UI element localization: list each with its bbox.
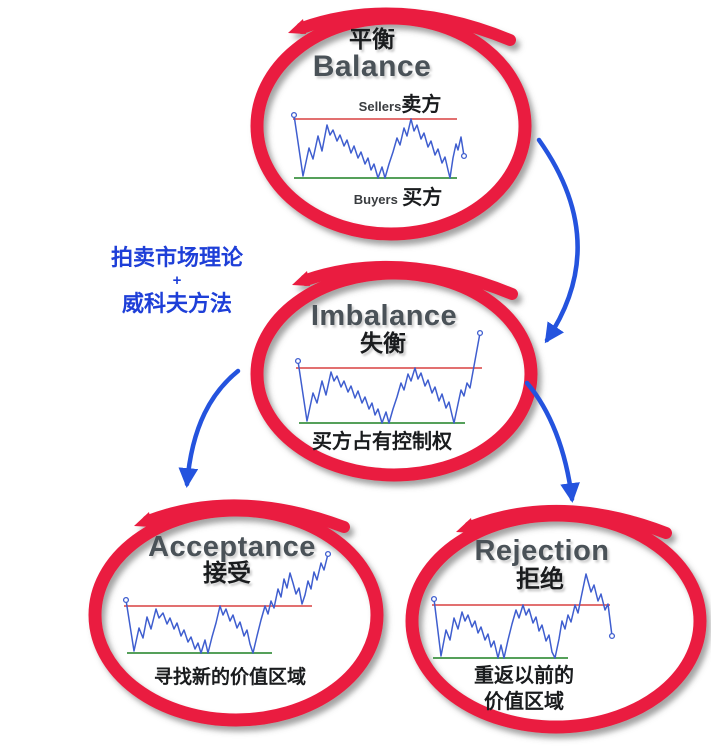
balance-circle [250, 7, 532, 241]
imbalance-title-zh: 失衡 [360, 330, 406, 356]
side-note-plus: + [172, 272, 182, 289]
imbalance-caption: 买方占有控制权 [312, 431, 452, 453]
imbalance-circle-pen-tip [292, 271, 310, 286]
imbalance-price-line [297, 332, 481, 424]
arrow-imbalance-to-acceptance [178, 368, 241, 488]
acceptance-circle-pen-tip [134, 512, 152, 527]
rejection-chart [430, 573, 616, 659]
rejection-caption-line2: 价值区域 [484, 691, 564, 713]
side-note-line1: 拍卖市场理论 [110, 245, 243, 270]
acceptance-caption: 寻找新的价值区域 [153, 667, 306, 688]
buyers-label: Buyers 买方 [298, 186, 498, 212]
sellers-label-zh: 卖方 [401, 94, 442, 116]
acceptance-end-marker [324, 550, 332, 558]
side-note-line2: 威科夫方法 [121, 291, 232, 316]
rejection-title-en: Rejection [474, 535, 610, 567]
balance-title-zh: 平衡 [349, 26, 395, 52]
rejection-start-marker [430, 595, 438, 603]
acceptance-chart [122, 550, 332, 654]
acceptance-circle [88, 499, 384, 727]
rejection-circle-pen-tip [456, 518, 474, 533]
imbalance-end-marker [476, 329, 484, 337]
balance-chart [290, 111, 468, 179]
rejection-end-marker [608, 632, 616, 640]
arrow-balance-to-imbalance [536, 137, 580, 344]
side-note: 拍卖市场理论 + 威科夫方法 [102, 246, 252, 316]
balance-price-line [293, 114, 465, 179]
arrow-imbalance-to-rejection [524, 380, 580, 503]
acceptance-title-zh: 接受 [203, 560, 251, 587]
rejection-caption: 重返以前的 价值区域 [424, 663, 624, 715]
rejection-caption-line1: 重返以前的 [474, 665, 574, 687]
balance-circle-pen-tip [288, 19, 306, 34]
acceptance-start-marker [122, 596, 130, 604]
imbalance-circle [250, 260, 538, 482]
imbalance-chart [294, 329, 484, 424]
imbalance-title-en: Imbalance [310, 300, 458, 332]
sellers-label: Sellers卖方 [300, 94, 500, 118]
acceptance-price-line [125, 553, 329, 654]
balance-start-marker [290, 111, 298, 119]
rejection-circle [405, 504, 707, 734]
balance-end-marker [460, 152, 468, 160]
acceptance-title-en: Acceptance [148, 531, 316, 563]
balance-title-en: Balance [312, 50, 432, 83]
buyers-label-zh: 买方 [402, 187, 443, 209]
imbalance-start-marker [294, 357, 302, 365]
buyers-label-en: Buyers [353, 192, 398, 207]
sellers-label-en: Sellers [358, 99, 402, 114]
rejection-price-line [433, 573, 613, 659]
rejection-title-zh: 拒绝 [516, 566, 564, 593]
